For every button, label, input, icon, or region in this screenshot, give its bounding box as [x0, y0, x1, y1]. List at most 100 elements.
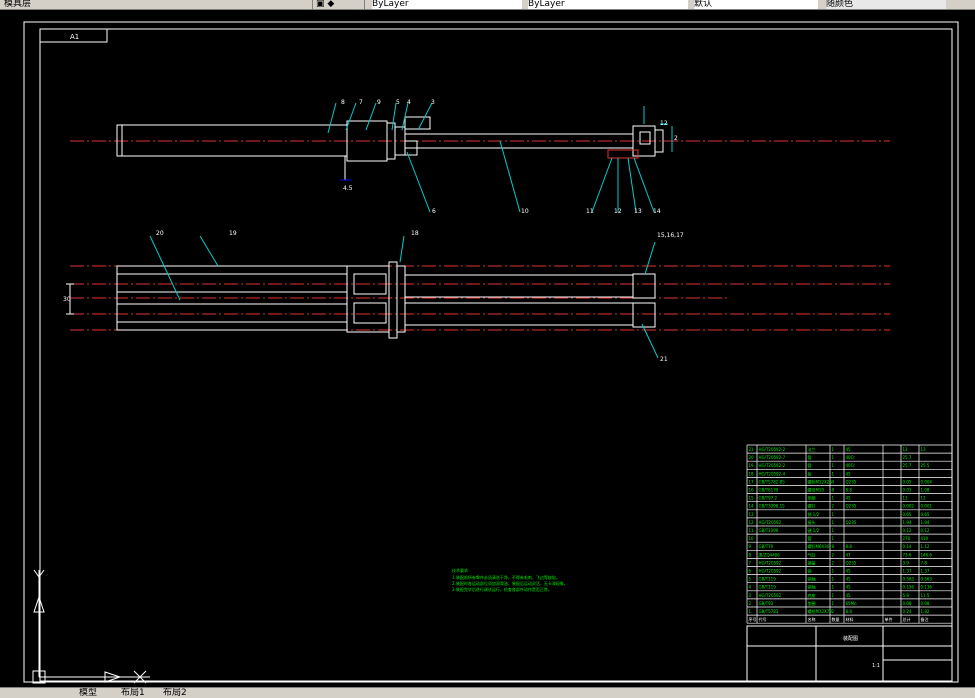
bom-cell: 1.82	[921, 609, 930, 614]
bom-cell: HG/T20592-4	[759, 471, 786, 476]
bom-cell: 1	[832, 536, 835, 541]
bom-cell: 1	[749, 609, 752, 614]
bom-cell: 2	[832, 552, 835, 557]
bom-cell: 13	[749, 512, 755, 517]
bom-cell: 0.12	[921, 528, 930, 533]
layer-tools-icon[interactable]: ▣ ◆	[316, 0, 335, 9]
bom-cell: 11.5	[921, 593, 930, 598]
bom-cell: GB/T6170	[759, 488, 779, 493]
bom-cell: 25.5	[921, 463, 930, 468]
bottom-label-13: 13	[634, 208, 642, 215]
bom-cell: 5	[749, 577, 752, 582]
bom-cell: 管	[808, 462, 812, 468]
bom-cell: 0.563	[921, 577, 933, 582]
bom-cell: 13	[921, 447, 927, 452]
bom-cell: 5.8	[903, 593, 910, 598]
bom-cell: 1.12	[921, 544, 930, 549]
bom-cell: 20	[749, 455, 755, 460]
bom-cell: 螺栓M12X25	[808, 478, 833, 484]
bom-cell: 螺钉M6X30	[808, 543, 830, 549]
top-label-12: 12	[660, 120, 668, 127]
bottom-label-14: 14	[653, 208, 661, 215]
bom-cell: 15	[749, 496, 755, 501]
title-block: 装配图 1:1	[746, 625, 953, 682]
bottom-label-12: 12	[614, 208, 622, 215]
view-label-151617: 15,16,17	[657, 232, 684, 239]
layout-tabs: 模型 布局1 布局2	[0, 687, 975, 698]
bom-cell: GB/T97.2	[759, 496, 778, 501]
bom-cell: 45	[846, 585, 852, 590]
bom-cell: 螺母M10	[808, 487, 825, 493]
color-dropdown[interactable]: ByLayer	[372, 0, 522, 9]
bom-cell: 1	[832, 601, 835, 606]
bom-cell: 8.8	[846, 609, 853, 614]
bom-cell: 键 1/2	[808, 527, 820, 533]
bom-cell: 8	[832, 488, 835, 493]
bom-cell: 3.9	[903, 560, 910, 565]
bom-cell: 销轴	[808, 584, 816, 590]
bom-cell: 0.002	[903, 504, 915, 509]
bom-cell: 1	[832, 512, 835, 517]
top-label-4: 4	[407, 99, 411, 106]
tab-layout1[interactable]: 布局1	[121, 688, 145, 698]
bom-cell: 1	[832, 577, 835, 582]
bom-cell: 0.14	[903, 544, 912, 549]
layer-label: 模具层	[4, 0, 32, 9]
bom-cell: 销轴	[808, 576, 816, 582]
bom-cell: 0.65	[921, 512, 930, 517]
notes-title: 技术要求	[452, 567, 468, 573]
bom-cell: 1	[832, 585, 835, 590]
bom-cell: 法兰	[808, 446, 816, 452]
bom-cell: 45	[846, 471, 852, 476]
plotstyle-dropdown[interactable]: 随颜色	[826, 0, 946, 9]
bom-cell: 1.94	[903, 520, 912, 525]
title-block-scale: 1:1	[872, 663, 880, 669]
plotstyle-label: 随颜色	[826, 0, 854, 9]
title-block-name: 装配图	[843, 635, 858, 642]
bom-cell: Q235	[846, 560, 857, 565]
bom-cell: GB/T119	[759, 585, 777, 590]
bom-header-cell: 总计	[903, 616, 911, 622]
bom-cell: 0.05	[903, 479, 912, 484]
bom-cell: Q235	[846, 479, 857, 484]
bom-cell: 螺钉	[808, 503, 816, 509]
top-label-9: 9	[377, 99, 381, 106]
bom-cell: 0.01	[903, 488, 912, 493]
top-view: 8 7 9 5 4 3 12 2 4.5 6 10 11 12 13 14	[70, 99, 890, 215]
bom-cell: GB/T1096	[759, 528, 779, 533]
bom-cell: 65Mn	[846, 601, 858, 606]
bom-cell: 45	[846, 496, 852, 501]
bom-cell: 17	[749, 479, 755, 484]
bom-cell: GB/T70	[759, 544, 774, 549]
bom-cell: GB/T5783	[759, 609, 779, 614]
bom-cell: GB/T5782-85	[759, 479, 786, 484]
bom-cell: 1.08	[921, 488, 930, 493]
linetype-label: ByLayer	[528, 0, 565, 9]
view-label-19: 19	[229, 230, 237, 237]
linetype-dropdown[interactable]: ByLayer	[528, 0, 688, 9]
bom-cell: 14	[749, 504, 755, 509]
top-label-3: 3	[431, 99, 435, 106]
bom-cell: 0.24	[903, 609, 912, 614]
bom-cell: 45	[846, 447, 852, 452]
bom-cell: 1	[832, 471, 835, 476]
tab-layout2[interactable]: 布局2	[163, 688, 187, 698]
bom-cell: 47	[846, 552, 852, 557]
bom-header-cell: 材料	[846, 616, 854, 622]
bom-cell: 13	[921, 496, 927, 501]
lineweight-label: 默认	[694, 0, 713, 9]
notes-line-3: 3.装配完毕后进行调试运行，检查各部件动作是否正常。	[452, 586, 552, 592]
drawing-canvas[interactable]: A1 8 7 9	[0, 10, 975, 687]
ucs-icon	[32, 569, 150, 684]
bom-cell: HG/T20592-2	[759, 447, 786, 452]
bom-cell: 0.12	[903, 528, 912, 533]
bom-cell: 4	[749, 585, 752, 590]
layer-dropdown[interactable]: 模具层	[4, 0, 31, 9]
tab-model[interactable]: 模型	[79, 688, 98, 698]
bom-cell: 19	[749, 463, 755, 468]
lineweight-dropdown[interactable]: 默认	[694, 0, 818, 9]
bom-cell: 1	[832, 593, 835, 598]
bom-cell: 8.8	[846, 488, 853, 493]
view-label-18: 18	[411, 230, 419, 237]
